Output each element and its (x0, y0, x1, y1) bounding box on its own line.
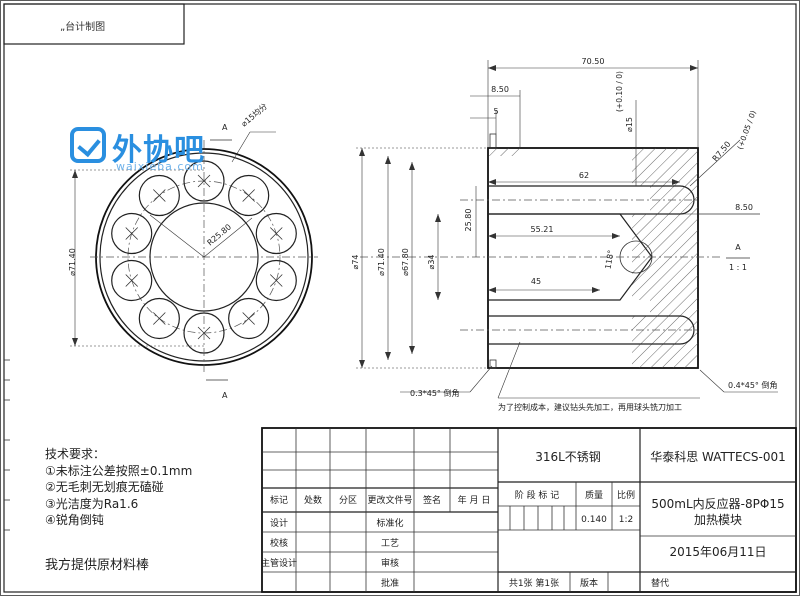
tb-label-standardize: 标准化 (376, 517, 403, 529)
tb-date: 2015年06月11日 (669, 545, 766, 559)
tech-heading: 技术要求： (45, 447, 106, 461)
tb-label-weight: 质量 (585, 489, 603, 501)
machining-note: 为了控制成本，建议钻头先加工，再用球头铣刀加工 (498, 402, 682, 412)
tb-label-mark: 标记 (270, 494, 288, 506)
hole (255, 259, 297, 302)
tech-requirements: 技术要求： ①未标注公差按照±0.1mm ②无毛刺无划痕无磕碰 ③光洁度为Ra1… (45, 446, 245, 529)
hole (138, 174, 180, 217)
tb-label-sheets: 共1张 第1张 (509, 577, 559, 589)
dim-8-50-right: 8.50 (735, 203, 753, 212)
dim-67-80: ⌀67.80 (401, 248, 410, 276)
hole (138, 297, 180, 340)
tech-item: ③光洁度为Ra1.6 (45, 496, 139, 511)
dim-overall: 70.50 (582, 57, 605, 66)
hole-center-mark (197, 174, 211, 188)
hole-center-mark (242, 312, 255, 325)
tb-part-name-2: 加热模块 (694, 513, 742, 527)
tb-part-name-1: 500mL内反应器-8PΦ15 (651, 496, 784, 511)
dim-left-radius: R25.80 (206, 222, 234, 247)
tol-15-tol: (+0.10 / 0) (615, 71, 624, 112)
tech-item: ②无毛刺无划痕无磕碰 (45, 480, 164, 494)
hole-center-mark (153, 312, 166, 325)
section-mark-top: A (222, 123, 228, 132)
dim-71-40: ⌀71.40 (377, 248, 386, 276)
hole (228, 297, 270, 340)
tb-label-change-doc: 更改文件号 (367, 494, 412, 506)
tb-label-replace: 替代 (651, 577, 669, 589)
hole (111, 212, 153, 255)
chamfer-right: 0.4*45° 倒角 (728, 380, 777, 390)
hole (111, 259, 153, 302)
dim-62: 62 (579, 171, 589, 180)
dim-angle: 118° (603, 249, 615, 270)
tb-label-approve: 批准 (381, 577, 399, 589)
dim-r7: R7.50 (711, 140, 733, 164)
hole-pattern (111, 160, 297, 354)
section-mark-bottom: A (222, 391, 228, 400)
tb-label-sign: 签名 (423, 494, 441, 506)
supply-note: 我方提供原材料棒 (45, 558, 150, 573)
dim-8-50-top: 8.50 (491, 85, 509, 94)
hole-center-mark (153, 189, 166, 202)
hole-center-mark (125, 227, 139, 240)
dim-25-80: 25.80 (464, 209, 473, 232)
watermark-domain: waixieba.com (116, 160, 204, 173)
dim-45: 45 (531, 277, 541, 286)
hole-center-mark (269, 274, 283, 287)
title-block (261, 427, 797, 593)
tb-label-supervisor: 主管设计 (261, 557, 297, 569)
dim-74: ⌀74 (351, 255, 360, 270)
tb-label-zone: 分区 (339, 495, 357, 506)
tol-r7-tol: (+0.05 / 0) (735, 109, 757, 151)
watermark-logo: 外协吧 waixieba.com (70, 127, 210, 175)
frame-ticks (4, 359, 10, 531)
dim-55-21: 55.21 (531, 225, 554, 234)
left-end-view (70, 131, 318, 381)
tb-label-scale: 比例 (617, 489, 635, 501)
chamfer-left: 0.3*45° 倒角 (410, 388, 459, 398)
dim-5: 5 (493, 107, 498, 116)
tech-item: ①未标注公差按照±0.1mm (45, 463, 193, 478)
section-view (356, 60, 778, 399)
tb-material: 316L不锈钢 (535, 450, 601, 464)
hole-center-mark (269, 227, 283, 240)
hole (228, 174, 270, 217)
hole-center-mark (242, 189, 255, 202)
tb-label-count: 处数 (304, 494, 322, 506)
hole (255, 212, 297, 255)
watermark-brand: 外协吧 (112, 133, 205, 168)
tb-label-check: 校核 (270, 537, 288, 549)
tb-label-ymd: 年 月 日 (458, 494, 491, 506)
watermark-icon (70, 127, 106, 163)
tb-label-stage: 阶 段 标 记 (515, 489, 560, 501)
tb-company: 华泰科思 WATTECS-001 (650, 450, 786, 464)
tb-label-design: 设计 (270, 517, 288, 529)
tb-weight: 0.140 (581, 515, 607, 525)
hole-center-mark (125, 274, 139, 287)
tb-label-version: 版本 (580, 577, 598, 589)
dim-left-diameter: ⌀71.40 (68, 248, 77, 276)
note-holes: ⌀15均分 (239, 101, 269, 129)
dim-34: ⌀34 (427, 255, 436, 270)
top-label-box (3, 3, 185, 45)
tb-label-process: 工艺 (381, 538, 399, 549)
tb-label-review: 审核 (381, 557, 399, 569)
tol-15: ⌀15 (625, 117, 634, 132)
tb-scale: 1:2 (619, 515, 633, 525)
top-label: „台计制图 (60, 22, 106, 33)
section-label: A (735, 243, 741, 252)
section-scale: 1 : 1 (729, 263, 747, 272)
tech-item: ④锐角倒钝 (45, 513, 104, 527)
